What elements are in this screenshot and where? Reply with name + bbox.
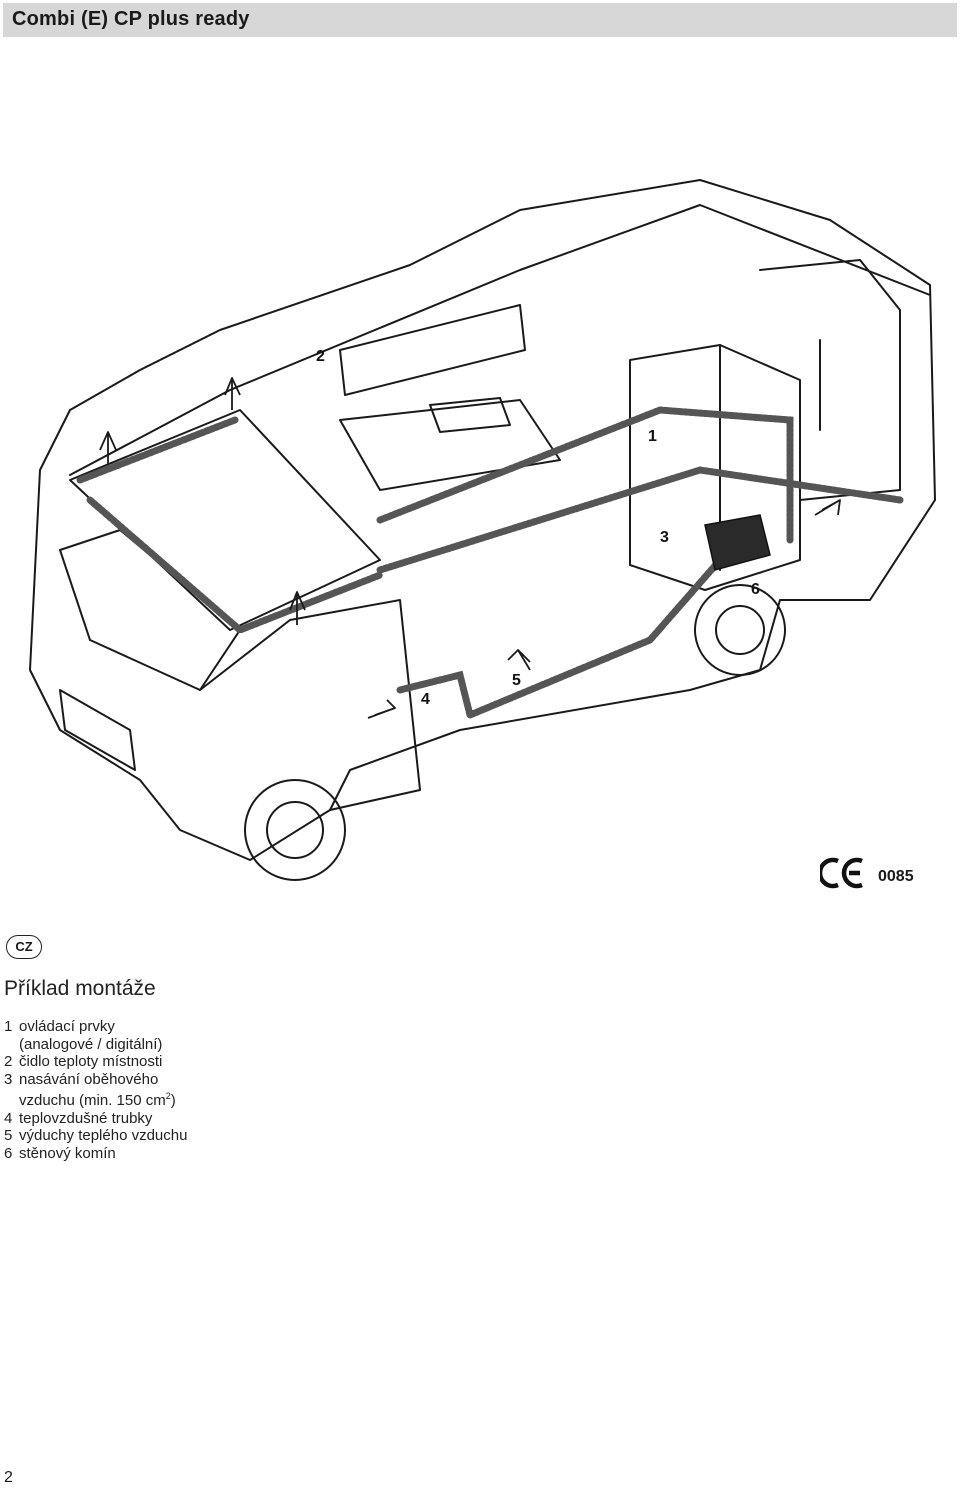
legend-number: 6	[4, 1144, 13, 1162]
warm-air-duct-front	[76, 416, 239, 484]
outlet-arrow	[224, 377, 241, 410]
callout-5: 5	[512, 672, 521, 689]
language-badge: CZ	[6, 935, 42, 959]
legend-item: 4 teplovzdušné trubky	[4, 1110, 187, 1128]
page-title: Combi (E) CP plus ready	[12, 8, 250, 30]
cab-door	[199, 599, 421, 811]
rear-wheel	[694, 584, 786, 676]
legend-number: 4	[4, 1109, 13, 1127]
page-number: 2	[4, 1469, 13, 1486]
legend-text: teplovzdušné trubky	[19, 1109, 153, 1127]
roof-line	[69, 204, 931, 476]
outlet-arrow	[289, 591, 306, 625]
outlet-arrow	[367, 699, 396, 719]
legend-text: vzduchu (min. 150 cm2)	[19, 1088, 187, 1110]
warm-air-duct-bed	[86, 496, 384, 635]
callout-4: 4	[421, 691, 430, 708]
legend-text: čidlo teploty místnosti	[19, 1053, 163, 1070]
overhead-cupboard	[339, 304, 526, 396]
over-cab-bed	[69, 409, 381, 631]
outlet-arrow	[814, 499, 841, 516]
cab-windshield	[59, 529, 241, 691]
legend-number: 1	[4, 1018, 13, 1035]
bathroom-unit	[759, 259, 901, 501]
sink	[429, 397, 511, 433]
outlet-arrow	[99, 431, 117, 465]
legend-number: 5	[4, 1127, 13, 1144]
ce-mark-icon	[820, 857, 863, 889]
legend-text-part: vzduchu (min. 150 cm	[19, 1092, 166, 1109]
kitchen-counter	[339, 399, 561, 491]
callout-2: 2	[316, 348, 325, 365]
warm-air-duct-floor	[396, 556, 724, 720]
legend-number: 3	[4, 1070, 13, 1088]
legend-text-part: )	[170, 1092, 176, 1109]
motorhome-installation-diagram: 1 2 3 4 5 6	[29, 179, 936, 881]
legend-text: ovládací prvky	[19, 1018, 115, 1035]
ce-number: 0085	[878, 868, 914, 885]
legend-text: nasávání oběhového	[19, 1070, 159, 1088]
legend-text: výduchy teplého vzduchu	[19, 1127, 188, 1144]
legend-superscript: 2	[165, 1091, 171, 1101]
callout-3: 3	[660, 529, 669, 546]
legend-item: 2 čidlo teploty místnosti	[4, 1053, 187, 1071]
header-bar: Combi (E) CP plus ready	[3, 3, 957, 37]
heater-unit	[704, 514, 771, 571]
legend-item: 3 nasávání oběhového vzduchu (min. 150 c…	[4, 1071, 187, 1110]
legend-text: stěnový komín	[19, 1144, 116, 1162]
legend-text: (analogové / digitální)	[19, 1035, 163, 1053]
legend-list: 1 ovládací prvky (analogové / digitální)…	[4, 1018, 187, 1162]
warm-air-duct-upper	[376, 406, 794, 544]
outlet-arrow	[507, 649, 531, 671]
warm-air-duct-main	[376, 466, 904, 574]
legend-item: 1 ovládací prvky (analogové / digitální)	[4, 1018, 187, 1053]
front-grille	[59, 689, 136, 771]
legend-item: 5 výduchy teplého vzduchu	[4, 1127, 187, 1145]
section-title: Příklad montáže	[4, 977, 156, 1000]
legend-number: 2	[4, 1053, 13, 1070]
front-wheel	[244, 779, 346, 881]
legend-item: 6 stěnový komín	[4, 1145, 187, 1163]
callout-1: 1	[648, 428, 657, 445]
callout-6: 6	[751, 581, 760, 598]
vehicle-body-outline	[29, 179, 936, 861]
